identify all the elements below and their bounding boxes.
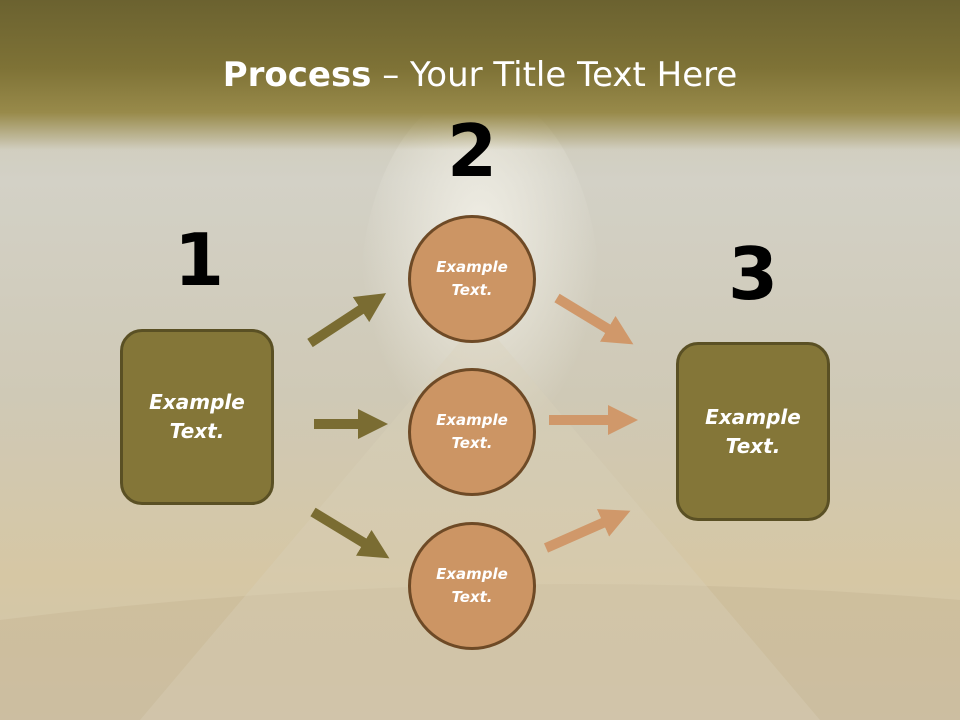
circle-middle-text: Example Text.: [436, 411, 508, 452]
arrow-top-to-right: [554, 293, 634, 345]
circle-top: Example Text.: [408, 215, 536, 343]
right-box-text: Example Text.: [705, 404, 801, 458]
circle-middle: Example Text.: [408, 368, 536, 496]
arrow-left-to-top: [307, 293, 387, 348]
circle-top-text: Example Text.: [436, 258, 508, 299]
arrow-left-to-bottom: [310, 507, 390, 559]
circle-bottom: Example Text.: [408, 522, 536, 650]
title-bold: Process: [222, 55, 372, 95]
arrow-bottom-to-right: [543, 509, 631, 553]
step-number-3: 3: [727, 232, 779, 316]
step-number-1: 1: [173, 218, 225, 302]
slide-title: Process – Your Title Text Here: [0, 52, 960, 98]
left-box-text: Example Text.: [149, 390, 245, 443]
step-number-2: 2: [446, 109, 498, 193]
circle-bottom-text: Example Text.: [436, 565, 508, 606]
title-rest: – Your Title Text Here: [371, 55, 738, 95]
right-process-box: Example Text.: [676, 342, 830, 521]
left-process-box: Example Text.: [120, 329, 274, 505]
header-band: [0, 0, 960, 150]
